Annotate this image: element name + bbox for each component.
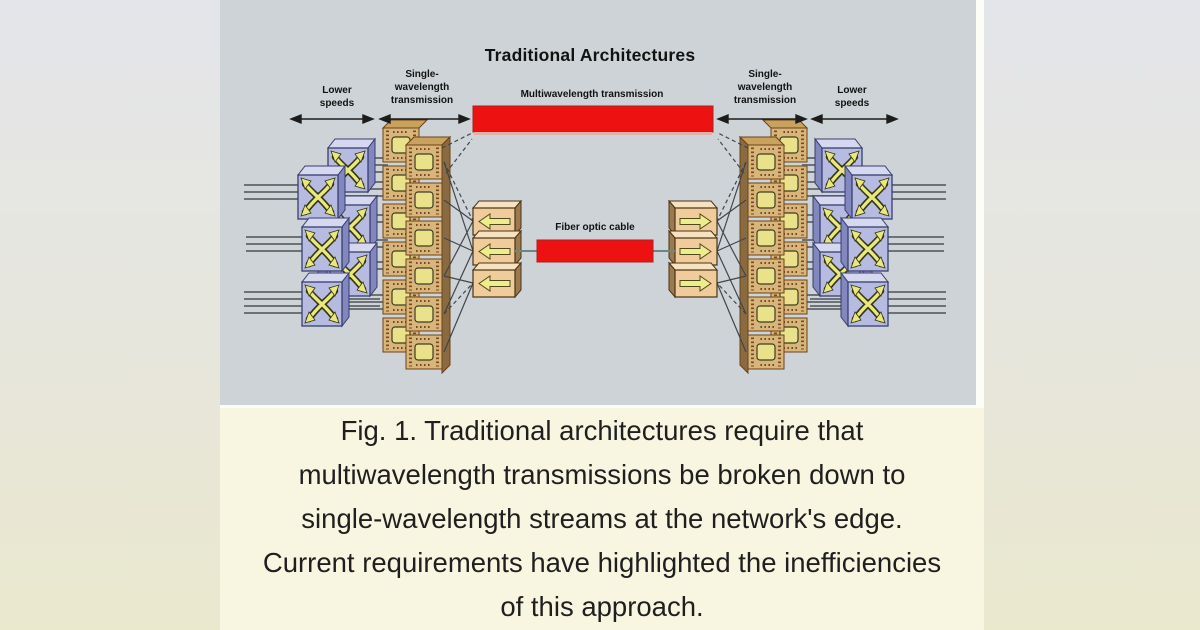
network-diagram: Traditional Architectures Lower speeds S… [220,0,976,405]
left-network-edge [244,120,538,373]
network-diagram-art [220,105,976,405]
fiber-optic-cable-bar [536,239,654,263]
caption-line: Fig. 1. Traditional architectures requir… [340,415,864,446]
label-single-wavelength-left: Single- wavelength transmission [390,69,454,106]
span-arrows [289,113,899,125]
right-network-edge [652,120,946,373]
label-lower-speeds-right: Lower speeds [834,85,870,109]
diagram-title: Traditional Architectures [484,45,696,65]
figure-image: Traditional Architectures Lower speeds S… [220,0,984,630]
caption-line: multiwavelength transmissions be broken … [298,459,906,490]
label-multiwavelength: Multiwavelength transmission [520,89,664,100]
label-fiber-optic-cable: Fiber optic cable [555,222,635,233]
caption-line: Current requirements have highlighted th… [262,547,942,578]
caption-line: of this approach. [500,591,704,622]
label-lower-speeds-left: Lower speeds [319,85,355,109]
caption-line: single-wavelength streams at the network… [301,503,903,534]
figure-caption: Fig. 1. Traditional architectures requir… [220,405,984,630]
label-single-wavelength-right: Single- wavelength transmission [733,69,797,106]
wdm-transmission-bar [472,105,714,135]
